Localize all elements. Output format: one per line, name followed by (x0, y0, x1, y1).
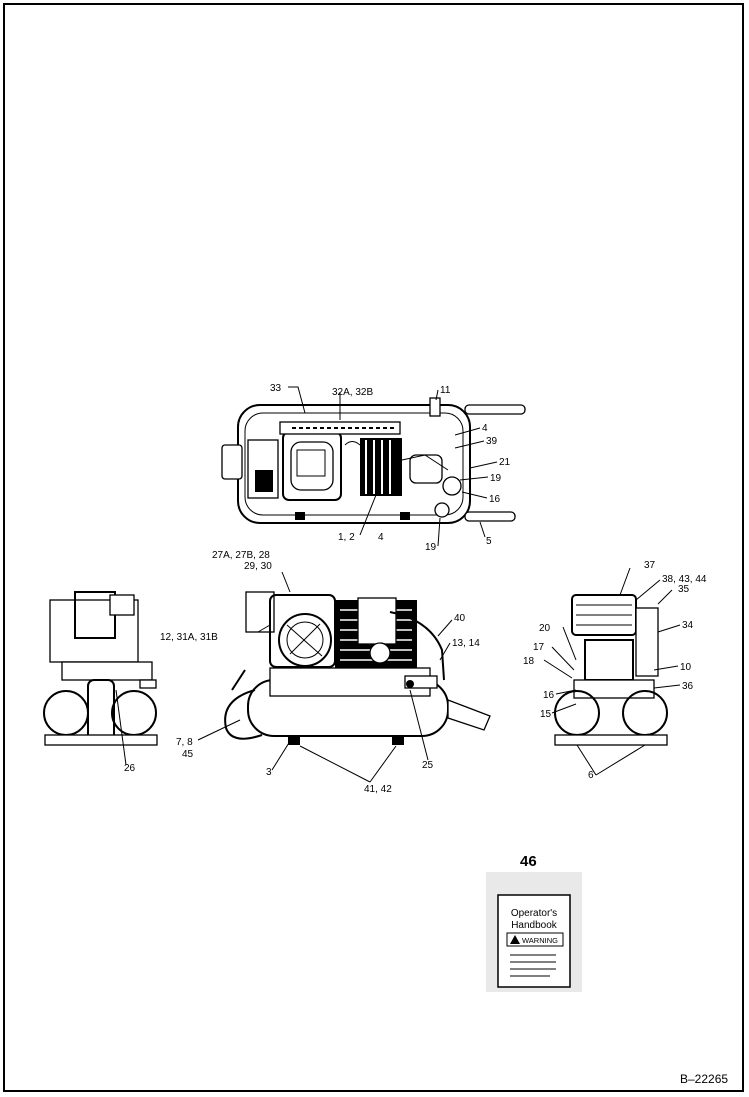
handbook-item-number: 46 (520, 853, 537, 870)
callout-19-lower: 19 (425, 542, 437, 553)
operators-handbook: 46 Operator's Handbook WARNING (486, 853, 582, 992)
callout-32a-32b: 32A, 32B (332, 387, 373, 398)
leader-lines (115, 386, 681, 783)
callout-18: 18 (523, 656, 535, 667)
callout-40: 40 (454, 613, 466, 624)
callout-3: 3 (266, 767, 272, 778)
callout-17: 17 (533, 642, 545, 653)
callout-4: 4 (482, 423, 488, 434)
callout-33: 33 (270, 383, 282, 394)
callout-37: 37 (644, 560, 656, 571)
callout-26: 26 (124, 763, 136, 774)
callout-41-42: 41, 42 (364, 784, 392, 795)
callout-35: 35 (678, 584, 690, 595)
handbook-title-line1: Operator's (511, 908, 557, 919)
page-border (3, 3, 744, 1092)
callout-39: 39 (486, 436, 498, 447)
callout-29-30: 29, 30 (244, 561, 272, 572)
top-view-compressor (221, 397, 526, 524)
callout-7-8: 7, 8 (176, 737, 193, 748)
callout-34: 34 (682, 620, 694, 631)
callout-45: 45 (182, 749, 194, 760)
handbook-title-line2: Handbook (511, 920, 558, 931)
callout-20: 20 (539, 623, 551, 634)
callout-5: 5 (486, 536, 492, 547)
callout-16-side: 16 (543, 690, 555, 701)
callout-12-31a-31b: 12, 31A, 31B (160, 632, 218, 643)
callout-1-2: 1, 2 (338, 532, 355, 543)
callout-25: 25 (422, 760, 434, 771)
handbook-warning-label: WARNING (522, 936, 558, 945)
callout-11: 11 (440, 385, 451, 396)
callout-13-14: 13, 14 (452, 638, 480, 649)
drawing-reference-number: B–22265 (680, 1072, 728, 1086)
right-side-view-compressor (554, 594, 668, 746)
callout-27a-27b-28: 27A, 27B, 28 (212, 550, 270, 561)
callout-4-lower: 4 (378, 532, 384, 543)
callout-36: 36 (682, 681, 694, 692)
callout-10: 10 (680, 662, 692, 673)
callout-21: 21 (499, 457, 511, 468)
callout-labels: 33 32A, 32B 11 4 39 21 19 16 19 5 1, 2 4… (124, 383, 707, 795)
callout-19: 19 (490, 473, 502, 484)
callout-38-43-44: 38, 43, 44 (662, 574, 707, 585)
callout-15: 15 (540, 709, 552, 720)
callout-16: 16 (489, 494, 501, 505)
callout-6: 6 (588, 770, 594, 781)
front-view-compressor (224, 591, 491, 745)
warning-triangle-icon (510, 935, 520, 944)
left-side-view-compressor (43, 591, 158, 746)
